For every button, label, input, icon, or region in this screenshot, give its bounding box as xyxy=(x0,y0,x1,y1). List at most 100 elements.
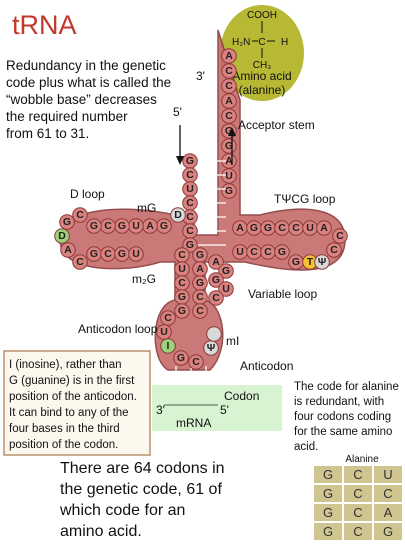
nucleotide-base: C xyxy=(208,290,224,306)
nucleotide-base: U xyxy=(232,244,248,260)
amino-acid-name: (alanine) xyxy=(239,83,286,97)
nucleotide-base: G xyxy=(182,153,198,169)
nucleotide-circle xyxy=(174,303,190,319)
nucleotide-base: G xyxy=(59,214,75,230)
codon-box-bg xyxy=(152,385,282,431)
inosine-line: four bases in the third xyxy=(9,423,120,435)
mrna-three-prime: 3' xyxy=(156,403,165,417)
alanine-table-header: Alanine xyxy=(345,454,379,465)
nucleotide-circle xyxy=(208,272,224,288)
alanine-table-cell xyxy=(344,504,372,521)
tpsicg-loop-label: TΨCG loop xyxy=(274,192,336,206)
nucleotide-base: G xyxy=(246,220,262,236)
nucleotide-base: C xyxy=(174,247,190,263)
nucleotide-letter: C xyxy=(186,197,194,209)
nucleotide-base: C xyxy=(221,78,237,94)
alanine-note-line: The code for alanine xyxy=(294,381,399,393)
nucleotide-letter: G xyxy=(196,277,204,289)
nucleotide-letter: G xyxy=(212,274,220,286)
three-prime-label: 3' xyxy=(196,69,205,83)
codon-fact-line: There are 64 codons in xyxy=(60,460,225,477)
nucleotide-letter: G xyxy=(292,256,300,268)
inosine-line: It can bind to any of the xyxy=(9,407,129,419)
nucleotide-circle xyxy=(332,228,348,244)
nucleotide-circle xyxy=(173,350,189,366)
nucleotide-letter: G xyxy=(63,216,71,228)
nucleotide-letter: G xyxy=(186,239,194,251)
nucleotide-letter: A xyxy=(320,222,328,234)
alanine-table-base: G xyxy=(323,486,333,501)
alanine-table-cell xyxy=(314,466,342,483)
codon-mrna-box: Codon mRNA 3' 5' xyxy=(152,385,282,431)
nucleotide-base: G xyxy=(114,218,130,234)
mrna-label: mRNA xyxy=(176,416,211,430)
nucleotide-letter: C xyxy=(76,209,84,221)
alanine-table-cell xyxy=(374,504,402,521)
h2n-label: H₂N xyxy=(232,37,250,48)
nucleotide-base: C xyxy=(160,310,176,326)
nucleotide-base: G xyxy=(192,275,208,291)
nucleotide-circle xyxy=(221,183,237,199)
alanine-table-base: U xyxy=(383,467,392,482)
alanine-table-base: C xyxy=(353,505,362,520)
inosine-line: position of the codon. xyxy=(9,439,118,451)
nucleotide-circle xyxy=(316,220,332,236)
alanine-note-line: four codons coding xyxy=(294,411,391,423)
nucleotide-letter: C xyxy=(196,291,204,303)
nucleotide-circle xyxy=(218,263,234,279)
nucleotide-base: C xyxy=(72,207,88,223)
nucleotide-letter: G xyxy=(196,249,204,261)
mg-label: mG xyxy=(137,201,156,215)
nucleotide-base: C xyxy=(246,244,262,260)
nucleotide-base: C xyxy=(260,244,276,260)
nucleotide-letter: A xyxy=(196,263,204,275)
alanine-table-base: C xyxy=(353,467,362,482)
alanine-note-line: is redundant, with xyxy=(294,396,384,408)
nucleotide-base: U xyxy=(128,246,144,262)
nucleotide-letter: G xyxy=(225,185,233,197)
nucleotide-circle xyxy=(326,242,342,258)
nucleotide-letter: C xyxy=(336,230,344,242)
nucleotide-base: G xyxy=(288,254,304,270)
nucleotide-letter: C xyxy=(264,246,272,258)
codon-fact-line: which code for an xyxy=(59,502,185,519)
hydrogen-label: H xyxy=(281,37,288,48)
variable-loop-label: Variable loop xyxy=(248,287,317,301)
nucleotide-base: C xyxy=(100,246,116,262)
nucleotide-letter: C xyxy=(76,256,84,268)
nucleotide-letter: C xyxy=(164,312,172,324)
nucleotide-letter: G xyxy=(178,291,186,303)
inosine-line: G (guanine) is in the first xyxy=(9,375,135,387)
nucleotide-letter: C xyxy=(225,80,233,92)
nucleotide-letter: G xyxy=(90,248,98,260)
nucleotide-base: G xyxy=(173,350,189,366)
codon-fact: There are 64 codons in the genetic code,… xyxy=(59,460,225,540)
alanine-table-cell xyxy=(314,523,342,540)
nucleotide-base: G xyxy=(192,247,208,263)
inosine-note-box xyxy=(3,350,151,456)
nucleotide-letter: Ψ xyxy=(318,256,327,268)
nucleotide-base: C xyxy=(274,220,290,236)
nucleotide-letter: G xyxy=(177,352,185,364)
alanine-table-base: G xyxy=(323,505,333,520)
alanine-table-cell xyxy=(344,523,372,540)
nucleotide-circle xyxy=(208,254,224,270)
alanine-table-base: C xyxy=(353,524,362,539)
nucleotide-base: C xyxy=(332,228,348,244)
nucleotide-base: U xyxy=(182,181,198,197)
intro-line: from 61 to 31. xyxy=(6,126,89,141)
nucleotide-base: G xyxy=(208,272,224,288)
alanine-table-cell xyxy=(374,485,402,502)
nucleotide-base: C xyxy=(182,223,198,239)
nucleotide-base: C xyxy=(192,289,208,305)
acceptor-arrows xyxy=(176,125,236,165)
nucleotide-letter: U xyxy=(225,170,233,182)
nucleotide-base: G xyxy=(221,138,237,154)
nucleotide-circle xyxy=(274,244,290,260)
nucleotide-circle xyxy=(160,338,176,354)
nucleotide-base: U xyxy=(174,261,190,277)
alanine-table-cell xyxy=(374,523,402,540)
alanine-table-cell xyxy=(344,466,372,483)
nucleotide-letter: U xyxy=(132,248,140,260)
